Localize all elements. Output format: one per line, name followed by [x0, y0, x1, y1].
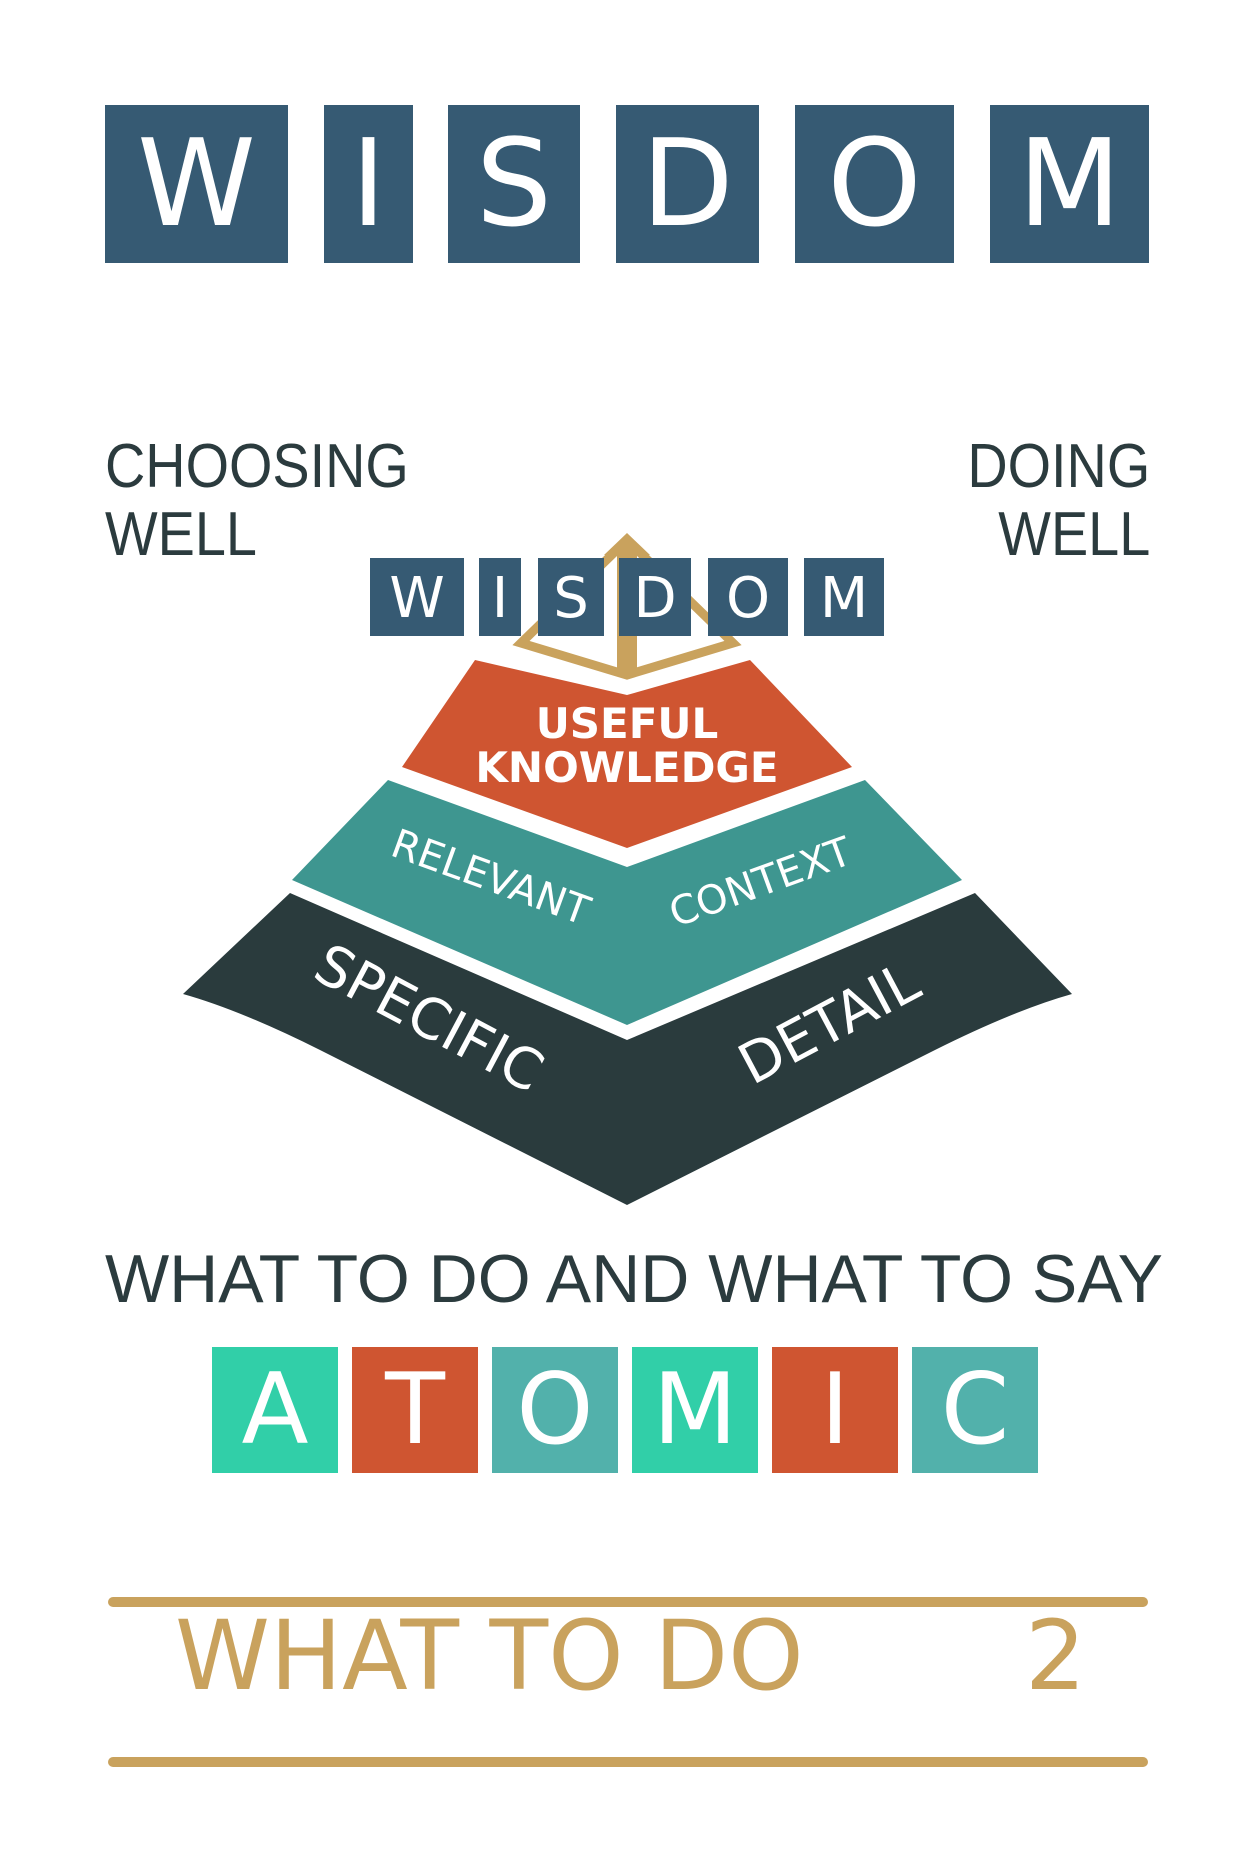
atomic-tile-a: A: [212, 1347, 338, 1473]
mini-tile-w-bg: [370, 558, 464, 636]
choosing-well-line2: WELL: [105, 500, 257, 569]
title-tile-o: O: [795, 105, 954, 263]
pyramid-middle-layer: [292, 780, 962, 1025]
title-tile-s: S: [448, 105, 580, 263]
mini-tile-o-bg: [708, 558, 788, 636]
knowledge-label: KNOWLEDGE: [475, 743, 778, 792]
pyramid-bottom-layer: [183, 893, 1072, 1205]
mini-tile-s-bg: [538, 558, 604, 636]
footer-title: WHAT TO DO: [175, 1600, 804, 1712]
title-tile-d: D: [616, 105, 759, 263]
useful-label: USEFUL: [536, 699, 719, 748]
atomic-tile-t: T: [352, 1347, 478, 1473]
atomic-tile-i: I: [772, 1347, 898, 1473]
choosing-well-line1: CHOOSING: [105, 432, 409, 501]
atomic-tile-m: M: [632, 1347, 758, 1473]
atomic-tile-o: O: [492, 1347, 618, 1473]
footer-bottom-rule: [108, 1757, 1148, 1767]
atomic-tile-c: C: [912, 1347, 1038, 1473]
footer-top-rule: [108, 1597, 1148, 1607]
pyramid-top-layer: [402, 660, 852, 848]
title-tile-m: M: [990, 105, 1149, 263]
mini-tile-w: W: [389, 566, 444, 631]
mini-tile-s: S: [553, 566, 589, 631]
mini-tile-m: M: [820, 566, 868, 631]
mini-tile-i-bg: [479, 558, 521, 636]
title-tile-i: I: [324, 105, 413, 263]
mini-tile-m-bg: [804, 558, 884, 636]
page-number: 2: [1025, 1600, 1087, 1712]
choosing-well-heading: CHOOSING WELL: [105, 433, 409, 569]
doing-well-line2: WELL: [998, 500, 1150, 569]
pyramid-wisdom-tiles: W I S D O M: [370, 558, 884, 636]
mini-tile-d-bg: [619, 558, 691, 636]
mini-tile-i: I: [492, 566, 509, 631]
mini-tile-d: D: [633, 566, 676, 631]
doing-well-line1: DOING: [967, 432, 1150, 501]
title-tile-w: W: [105, 105, 288, 263]
doing-well-heading: DOING WELL: [967, 433, 1150, 569]
tagline: WHAT TO DO AND WHAT TO SAY: [105, 1241, 1163, 1317]
mini-tile-o: O: [726, 566, 770, 631]
